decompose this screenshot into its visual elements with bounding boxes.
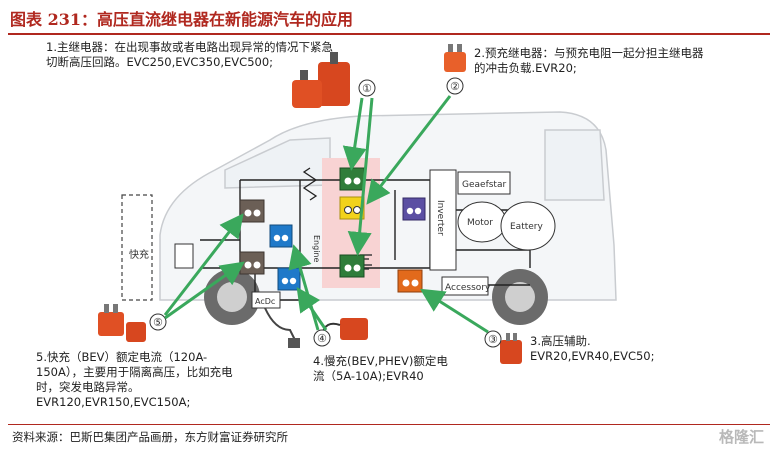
hv-aux-relay-photo (500, 333, 522, 364)
svg-text:③: ③ (488, 333, 498, 346)
svg-text:Motor: Motor (467, 218, 493, 228)
figure-title: 图表 231：高压直流继电器在新能源汽车的应用 (10, 10, 353, 29)
precharge-resistor (302, 167, 318, 201)
source-note: 资料来源：巴斯巴集团产品画册，东方财富证券研究所 (12, 430, 288, 444)
fast-charge-relay-top (239, 199, 265, 223)
engine-label: Engine (312, 235, 321, 262)
precharge-relay-line2: 的冲击负载.EVR20; (474, 61, 577, 75)
hv-aux-annotation: 3.高压辅助. EVR20,EVR40,EVC50; (530, 334, 655, 364)
slow-charge-annotation: 4.慢充(BEV,PHEV)额定电 流（5A-10A);EVR40 (313, 354, 448, 384)
precharge-relay-photo (444, 44, 466, 72)
fast-charge-port (121, 194, 153, 301)
battery-block: Eattery (500, 201, 556, 251)
charge-socket (174, 243, 194, 269)
source-rule (8, 424, 770, 425)
svg-text:Geaefstar: Geaefstar (462, 180, 506, 190)
fast-charge-line4: EVR120,EVR150,EVC150A; (36, 395, 191, 409)
fast-charge-line2: 150A），主要用于隔离高压，比如充电 (36, 365, 233, 379)
hv-aux-relay (397, 269, 423, 293)
svg-text:Inverter: Inverter (435, 200, 445, 236)
main-relay-line1: 1.主继电器：在出现事故或者电路出现异常的情况下紧急 (46, 40, 333, 54)
marker-5: ⑤ (149, 313, 167, 331)
slow-charge-line2: 流（5A-10A);EVR40 (313, 369, 424, 383)
fast-charge-line3: 时，突发电路异常。 (36, 380, 140, 394)
slow-charge-line1: 4.慢充(BEV,PHEV)额定电 (313, 354, 448, 368)
marker-1: ① (358, 79, 376, 97)
precharge-relay-line1: 2.预充继电器：与预充电阻一起分担主继电器 (474, 46, 704, 60)
marker-2: ② (446, 77, 464, 95)
svg-text:④: ④ (317, 332, 327, 345)
accessory-block: Accessory (441, 276, 491, 296)
fast-charge-annotation: 5.快充（BEV）额定电流（120A- 150A），主要用于隔离高压，比如充电 … (36, 350, 233, 410)
precharge-relay (339, 196, 365, 220)
svg-text:AcDc: AcDc (255, 297, 275, 306)
gearbox-block: Geaefstar (457, 171, 511, 195)
fast-charge-port-label: 快充 (129, 248, 149, 261)
charger-cable (264, 307, 296, 341)
main-relay-top (339, 167, 365, 191)
front-wheel (204, 269, 260, 325)
marker-4: ④ (313, 329, 331, 347)
watermark-logo: 格隆汇 (718, 428, 764, 446)
fast-charge-relay-bottom (239, 251, 265, 275)
aux-relay-purple (402, 197, 426, 221)
svg-text:Eattery: Eattery (510, 222, 543, 232)
inverter-block: Inverter (429, 169, 457, 271)
slow-charge-relay-top (269, 224, 293, 248)
main-relay-annotation: 1.主继电器：在出现事故或者电路出现异常的情况下紧急 切断高压回路。EVC250… (46, 40, 333, 70)
svg-text:Accessory: Accessory (445, 283, 491, 293)
fast-charge-line1: 5.快充（BEV）额定电流（120A- (36, 350, 208, 364)
acdc-block: AcDc (251, 291, 281, 309)
svg-text:⑤: ⑤ (153, 316, 163, 329)
van-silhouette (159, 111, 617, 301)
svg-text:①: ① (362, 82, 372, 95)
svg-text:②: ② (450, 80, 460, 93)
slow-charge-relay-bottom (277, 267, 301, 291)
main-relay-photo (292, 52, 350, 108)
fast-charge-relay-photo (98, 304, 146, 342)
charger-plug (288, 338, 300, 348)
pointer-arrows (163, 95, 489, 334)
marker-3: ③ (484, 330, 502, 348)
main-relay-line2: 切断高压回路。EVC250,EVC350,EVC500; (46, 55, 274, 69)
precharge-relay-annotation: 2.预充继电器：与预充电阻一起分担主继电器 的冲击负载.EVR20; (474, 46, 703, 76)
main-relay-bottom (339, 254, 365, 278)
hv-aux-line2: EVR20,EVR40,EVC50; (530, 349, 655, 363)
hv-aux-line1: 3.高压辅助. (530, 334, 591, 348)
motor-block: Motor (457, 201, 507, 243)
title-rule (8, 33, 770, 35)
rear-wheel (492, 269, 548, 325)
